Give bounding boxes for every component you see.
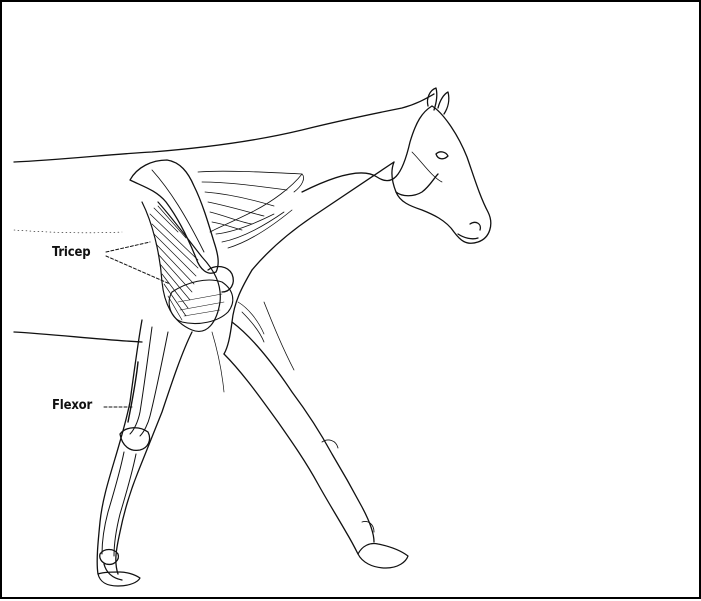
flexor-tendon (128, 362, 138, 422)
forearm-contour (212, 332, 224, 392)
knee-joint (120, 428, 150, 451)
tricep-leader-line-1 (106, 242, 150, 252)
far-leg-upper-front (232, 322, 374, 542)
horse-jaw-outline (396, 174, 438, 196)
tricep-label: Tricep (52, 245, 90, 260)
cannon-bone-back (114, 454, 136, 556)
scapula-bone (130, 160, 218, 273)
horse-mouth (458, 234, 478, 239)
far-leg-upper-back (224, 354, 358, 554)
horse-nostril (470, 222, 480, 230)
foreleg-outline-back (116, 332, 192, 574)
horse-belly-outline (14, 332, 142, 342)
shoulder-muscle-group (198, 171, 304, 248)
far-knee (322, 440, 338, 448)
horse-chest-outline (14, 230, 122, 233)
horse-eye (436, 152, 448, 159)
far-hoof (358, 543, 408, 568)
chest-muscle-contour (238, 302, 264, 334)
horse-throat-outline (252, 162, 394, 270)
horse-neck-outline (302, 106, 432, 192)
flexor-label: Flexor (52, 398, 92, 413)
horse-back-outline (14, 94, 434, 162)
horse-ear-right (438, 92, 449, 114)
